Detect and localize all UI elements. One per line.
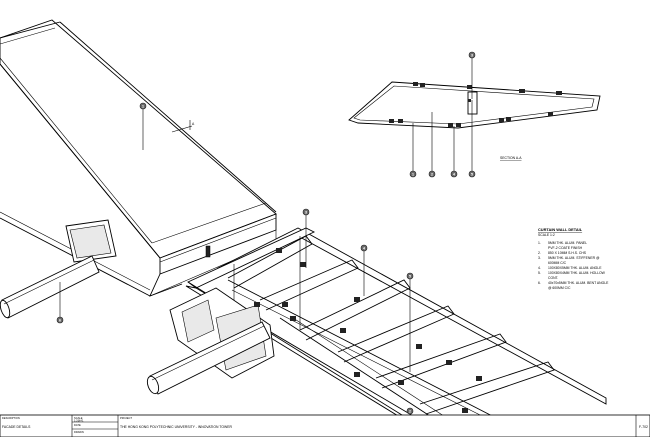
view-callouts: 1 6 3 4 5 2: [56, 102, 414, 415]
svg-text:1: 1: [142, 104, 144, 108]
note-number: 5.: [538, 271, 541, 275]
note-text: 100X80X5MM THK. ALUM. ANGLE: [548, 266, 602, 270]
note-text: 600MM C/C: [548, 261, 567, 265]
notes-title: CURTAIN WALL DETAIL: [538, 227, 583, 232]
section-a-a: SECTION A-A: [348, 57, 601, 172]
note-text: CONT.: [548, 276, 558, 280]
note-number: 3.: [538, 256, 541, 260]
callout-bubble: 2: [406, 407, 414, 415]
description-label: DESCRIPTION: [2, 416, 20, 420]
svg-text:2: 2: [431, 172, 433, 176]
section-title: SECTION A-A: [500, 156, 522, 160]
svg-text:1: 1: [412, 172, 414, 176]
drawing-number: F-702: [639, 425, 648, 429]
note-text: 5MM THK. ALUM. STIFFENER @: [548, 256, 600, 260]
svg-text:2: 2: [409, 409, 411, 413]
project-name: THE HONG KONG POLYTECHNIC UNIVERSITY - I…: [120, 425, 232, 429]
callout-bubble: 1: [409, 170, 417, 178]
facade-blade: [0, 19, 277, 319]
note-number: 6.: [538, 281, 541, 285]
section-callouts: 3 1 2 4 5: [409, 51, 476, 178]
svg-text:6: 6: [59, 318, 61, 322]
notes-scale: SCALE 1:2: [538, 233, 555, 237]
svg-text:5: 5: [471, 172, 473, 176]
svg-text:4: 4: [453, 172, 455, 176]
drawn-label: DRAWN: [74, 430, 84, 434]
callout-bubble: 6: [56, 316, 64, 324]
project-label: PROJECT: [120, 416, 133, 420]
date-label: DATE: [74, 423, 81, 427]
drawing-description: FACADE DETAILS: [2, 425, 31, 429]
curtain-wall-notes: CURTAIN WALL DETAIL SCALE 1:2 1. 5MM THK.…: [538, 227, 609, 290]
curtain-wall-frame: [59, 108, 607, 423]
note-text: 5MM THK. ALUM. PANEL: [548, 241, 587, 245]
note-text: PVF-2 COATE FINISH: [548, 246, 583, 250]
note-number: 1.: [538, 241, 541, 245]
svg-text:3: 3: [305, 210, 307, 214]
note-text: @ 600MM C/C: [548, 286, 571, 290]
svg-text:4: 4: [363, 246, 365, 250]
callout-bubble: 3: [302, 208, 310, 216]
section-marker-label: A: [192, 122, 195, 126]
note-text: 40x70x5MM THK. ALUM. BENT ANGLE: [548, 281, 609, 285]
scale-value: 1:2@A1: [74, 419, 84, 423]
note-number: 4.: [538, 266, 541, 270]
callout-bubble: 1: [139, 102, 147, 110]
callout-bubble: 3: [468, 51, 476, 59]
note-text: 100X80X4MM THK. ALUM. HOLLOW: [548, 271, 606, 275]
callout-bubble: 5: [468, 170, 476, 178]
title-block: DESCRIPTION FACADE DETAILS SCALE 1:2@A1 …: [0, 414, 650, 437]
callout-bubble: 4: [450, 170, 458, 178]
svg-text:3: 3: [471, 53, 473, 57]
section-cut-marker: A: [171, 120, 195, 133]
note-text: 850 X 10MM S.H.S. CHS: [548, 251, 587, 255]
scale-label: SCALE: [74, 416, 83, 420]
note-number: 2.: [538, 251, 541, 255]
callout-bubble: 4: [360, 244, 368, 252]
callout-bubble: 5: [406, 272, 414, 280]
callout-bubble: 2: [428, 170, 436, 178]
svg-text:5: 5: [409, 274, 411, 278]
